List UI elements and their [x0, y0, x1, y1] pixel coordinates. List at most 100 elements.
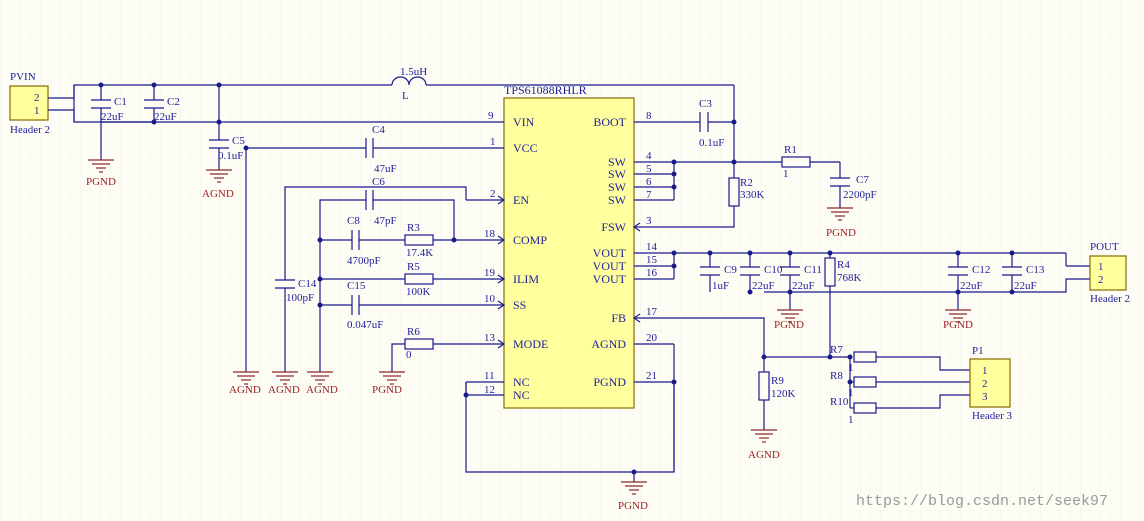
pin-name: EN — [513, 193, 529, 207]
ground-label: AGND — [202, 188, 234, 200]
ground-agnd-5: AGND — [748, 429, 780, 461]
connector-label: Header 2 — [1090, 293, 1130, 305]
cap-ref: C11 — [804, 264, 822, 276]
connector-p1[interactable]: P1 1 2 3 Header 3 — [969, 345, 1013, 422]
ground-pgnd-5: PGND — [774, 309, 804, 331]
cap-ref: C3 — [699, 98, 712, 110]
ground-label: PGND — [86, 176, 116, 188]
ground-agnd-4: AGND — [306, 371, 338, 396]
resistor-r1[interactable]: R1 1 — [781, 144, 811, 180]
cap-value: 22uF — [960, 280, 983, 292]
res-ref: R2 — [740, 177, 753, 189]
resistor-r8[interactable]: R8 1 — [830, 370, 877, 399]
capacitor-c14[interactable]: C14 100pF — [275, 278, 317, 304]
connector-label: Header 3 — [972, 410, 1013, 422]
pin-name: COMP — [513, 233, 547, 247]
cap-value: 0.1uF — [218, 150, 243, 162]
pin-name: SS — [513, 298, 526, 312]
cap-ref: C7 — [856, 174, 869, 186]
capacitor-c5[interactable]: C5 0.1uF — [209, 135, 245, 162]
resistor-r2[interactable]: R2 330K — [728, 177, 765, 207]
pin-name: VOUT — [593, 246, 627, 260]
cap-value: 22uF — [154, 111, 177, 123]
ground-pgnd-2: PGND — [372, 371, 405, 396]
capacitor-c4[interactable]: C4 47uF — [365, 124, 397, 175]
cap-value: 4700pF — [347, 255, 381, 267]
pin-num: 13 — [484, 332, 496, 344]
cap-ref: C15 — [347, 280, 366, 292]
connector-ref: POUT — [1090, 241, 1119, 253]
connector-pin: 3 — [982, 391, 988, 403]
inductor-value: 1.5uH — [400, 66, 427, 78]
pin-name: VOUT — [593, 259, 627, 273]
resistor-r6[interactable]: R6 0 — [404, 326, 434, 361]
resistor-r4[interactable]: R4 768K — [824, 257, 862, 287]
res-value: 0 — [406, 349, 412, 361]
capacitor-c1[interactable]: C1 22uF — [91, 96, 127, 123]
cap-ref: C4 — [372, 124, 385, 136]
res-value: 1 — [783, 168, 789, 180]
capacitor-c9[interactable]: C9 1uF — [700, 264, 737, 292]
pin-num: 1 — [490, 136, 496, 148]
connector-pin: 1 — [34, 105, 40, 117]
resistor-r10[interactable]: R10 1 — [830, 396, 877, 426]
inductor-ref: L — [402, 90, 409, 102]
res-value: 100K — [406, 286, 431, 298]
resistor-r7[interactable]: R7 1 — [830, 344, 877, 374]
cap-ref: C9 — [724, 264, 737, 276]
connector-pin: 2 — [34, 92, 40, 104]
ground-label: PGND — [774, 319, 804, 331]
resistor-r3[interactable]: R3 17.4K — [404, 222, 434, 259]
connector-pvin[interactable]: PVIN 2 1 Header 2 — [9, 71, 50, 136]
cap-ref: C14 — [298, 278, 317, 290]
res-value: 17.4K — [406, 247, 433, 259]
pin-num: 17 — [646, 306, 658, 318]
ground-label: PGND — [618, 500, 648, 512]
ground-agnd-2: AGND — [229, 371, 261, 396]
ground-agnd-3: AGND — [268, 371, 300, 396]
capacitor-c6[interactable]: C6 47pF — [365, 176, 397, 227]
pin-name: VCC — [513, 141, 538, 155]
capacitor-c3[interactable]: C3 0.1uF — [699, 98, 724, 149]
ic-tps61088[interactable]: TPS61088RHLR — [466, 83, 674, 409]
connector-ref: PVIN — [10, 71, 36, 83]
pin-name: VIN — [513, 115, 535, 129]
capacitor-c2[interactable]: C2 22uF — [144, 96, 180, 123]
res-value: 1 — [848, 362, 854, 374]
pin-name: NC — [513, 388, 530, 402]
capacitor-c12[interactable]: C12 22uF — [948, 264, 990, 292]
cap-value: 22uF — [792, 280, 815, 292]
ground-label: AGND — [268, 384, 300, 396]
pin-name: FB — [611, 311, 626, 325]
capacitor-c15[interactable]: C15 0.047uF — [347, 280, 383, 331]
watermark: https://blog.csdn.net/seek97 — [856, 493, 1108, 510]
pin-name: AGND — [591, 337, 626, 351]
ground-pgnd-3: PGND — [618, 481, 648, 512]
capacitor-c8[interactable]: C8 4700pF — [347, 215, 381, 267]
pin-name: PGND — [593, 375, 626, 389]
cap-value: 0.1uF — [699, 137, 724, 149]
res-ref: R8 — [830, 370, 843, 382]
res-ref: R6 — [407, 326, 420, 338]
res-value: 330K — [740, 189, 765, 201]
cap-value: 22uF — [1014, 280, 1037, 292]
capacitor-c10[interactable]: C10 22uF — [740, 264, 783, 292]
capacitor-c7[interactable]: C7 2200pF — [830, 174, 877, 201]
resistor-r5[interactable]: R5 100K — [404, 261, 434, 298]
connector-pout[interactable]: POUT 1 2 Header 2 — [1089, 241, 1130, 305]
ground-label: AGND — [748, 449, 780, 461]
res-ref: R9 — [771, 375, 784, 387]
pin-name: MODE — [513, 337, 548, 351]
pin-num: 6 — [646, 176, 652, 188]
capacitor-c13[interactable]: C13 22uF — [1002, 264, 1045, 292]
capacitor-c11[interactable]: C11 22uF — [780, 264, 822, 292]
inductor-l[interactable]: 1.5uH L — [391, 66, 427, 102]
pin-num: 10 — [484, 293, 496, 305]
res-ref: R4 — [837, 259, 850, 271]
cap-value: 22uF — [101, 111, 124, 123]
resistor-r9[interactable]: R9 120K — [758, 371, 796, 401]
ground-label: AGND — [306, 384, 338, 396]
pin-name: SW — [608, 155, 627, 169]
cap-value: 22uF — [752, 280, 775, 292]
